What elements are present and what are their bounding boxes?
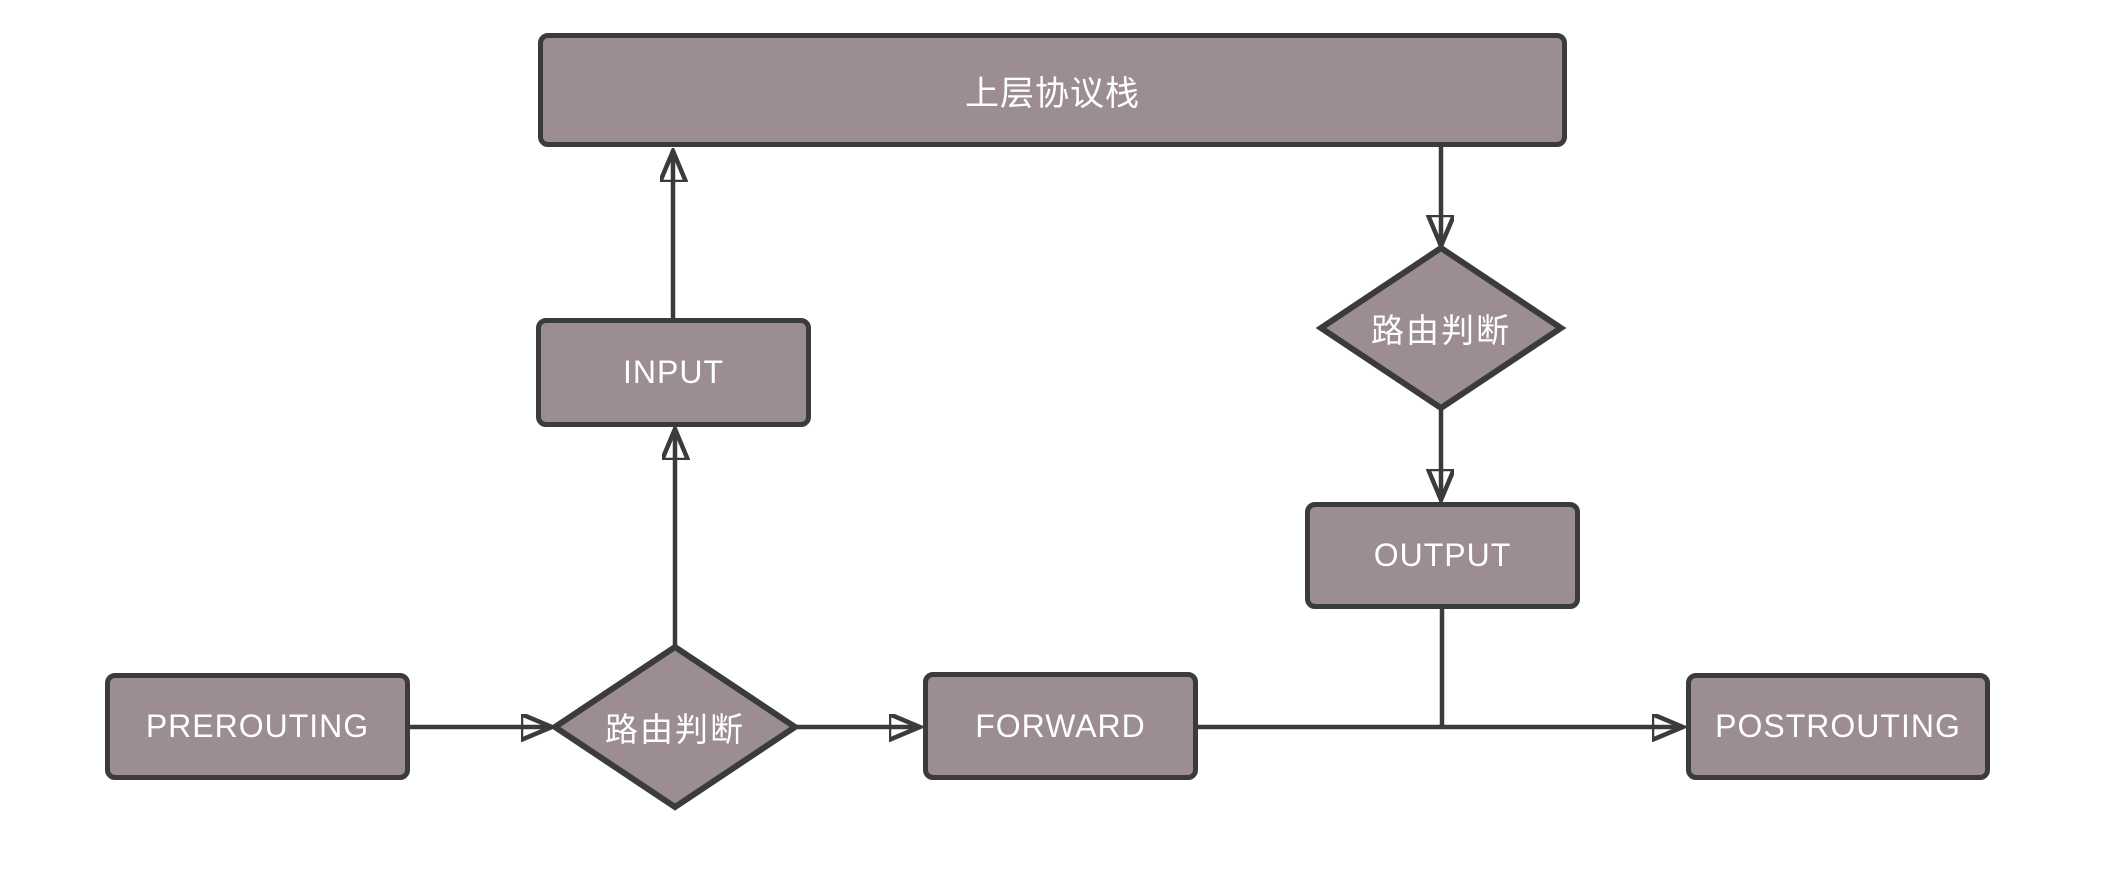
node-postrouting-label: POSTROUTING <box>1715 708 1961 744</box>
node-output: OUTPUT <box>1305 502 1580 609</box>
node-output-label: OUTPUT <box>1373 537 1512 573</box>
node-prerouting-label: PREROUTING <box>145 708 370 744</box>
node-input-label: INPUT <box>623 354 724 390</box>
node-postrouting: POSTROUTING <box>1686 673 1990 780</box>
node-prerouting: PREROUTING <box>105 673 410 780</box>
node-protocol-stack: 上层协议栈 <box>538 33 1567 147</box>
routing-decision-top-diamond <box>1315 244 1567 412</box>
node-forward: FORWARD <box>923 672 1198 780</box>
routing-decision-bottom-diamond <box>549 643 801 811</box>
node-protocol-stack-label: 上层协议栈 <box>965 74 1140 113</box>
node-forward-label: FORWARD <box>975 707 1146 744</box>
node-input: INPUT <box>536 318 811 427</box>
